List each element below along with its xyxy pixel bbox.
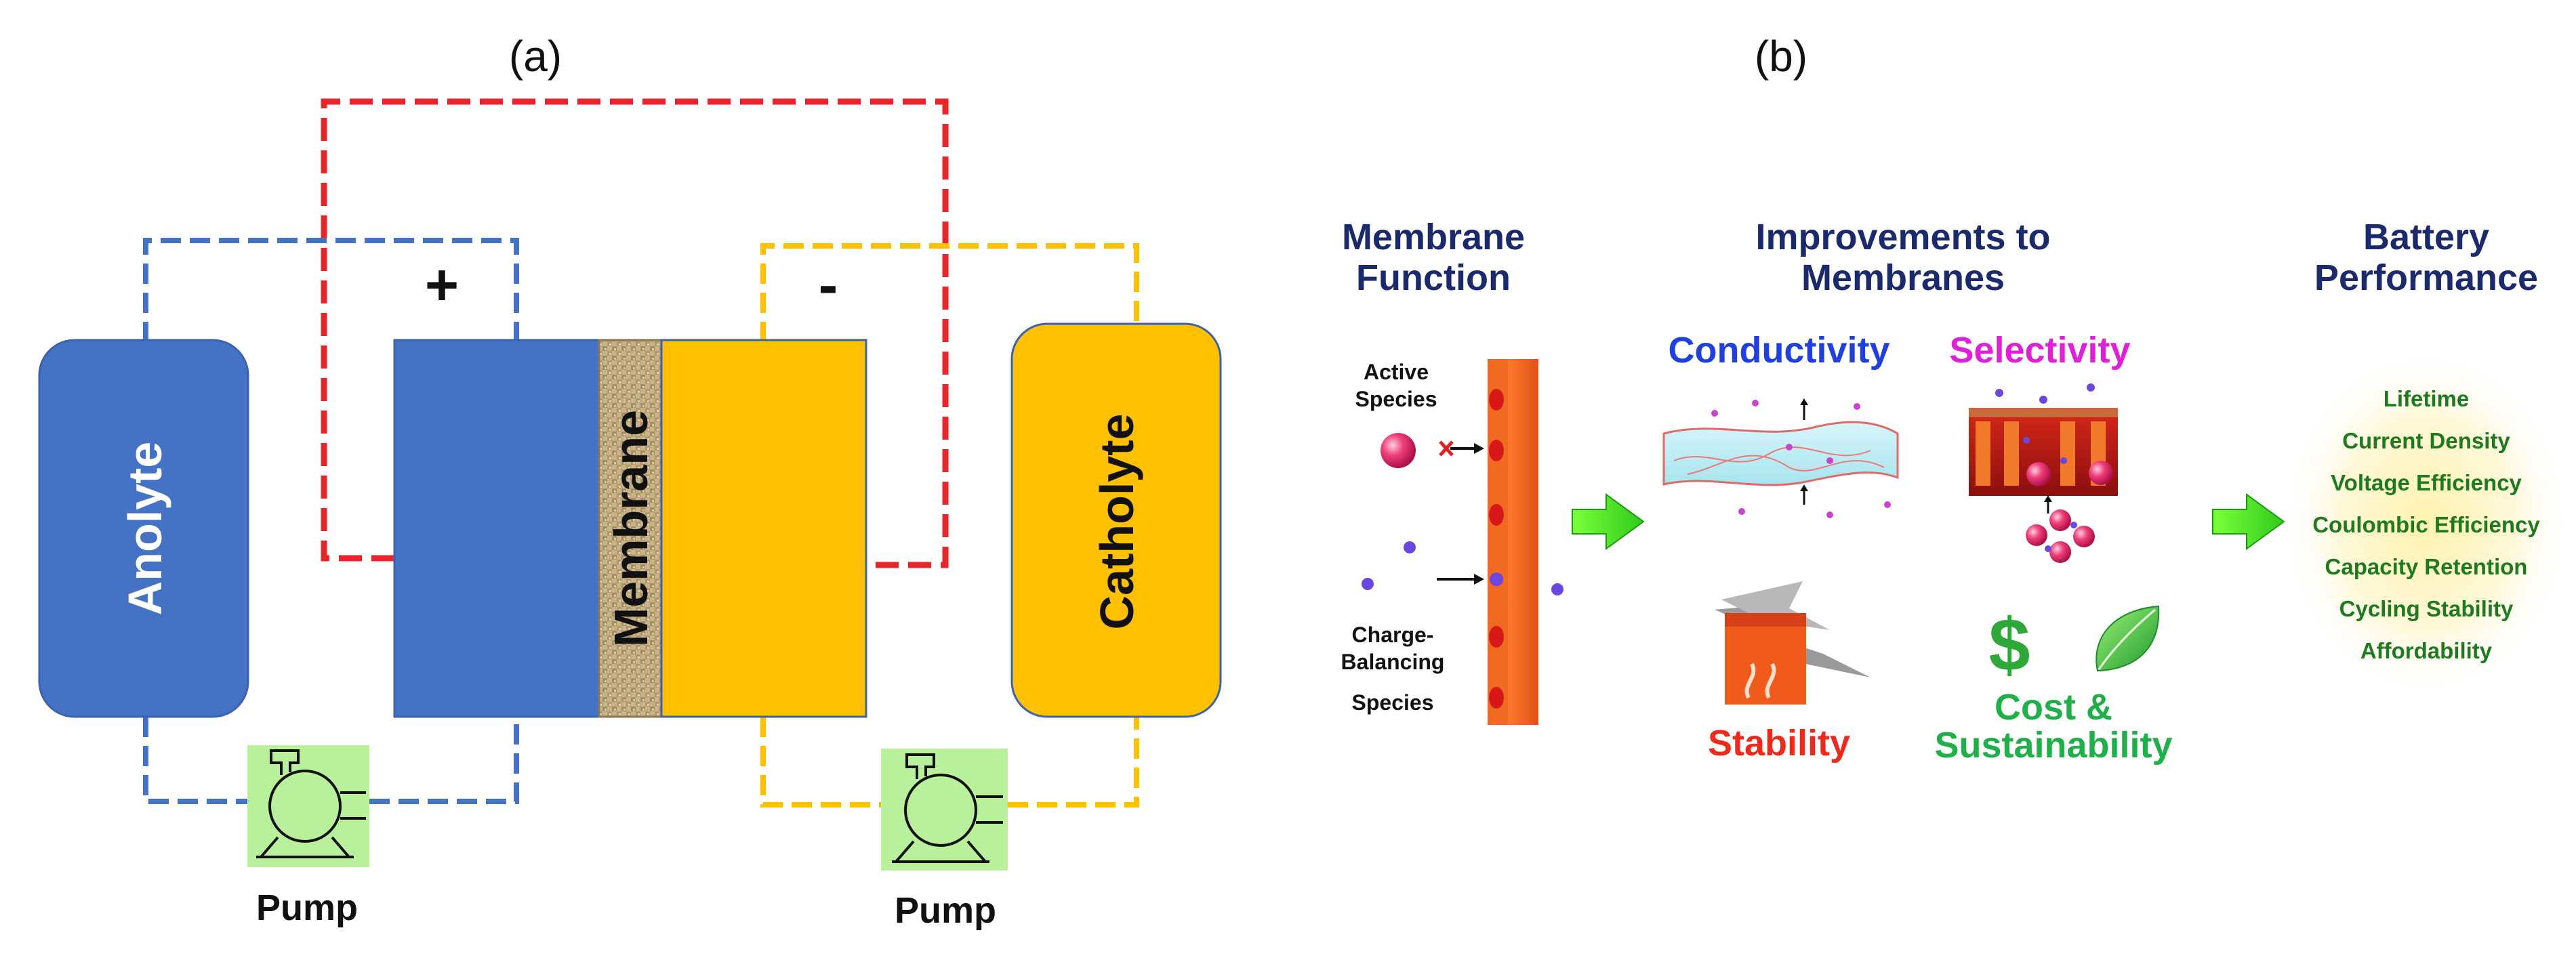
- active-species-ball-icon: [1381, 433, 1416, 468]
- conductivity-channel-illustration: [1662, 398, 1899, 518]
- membrane-slab: [1508, 359, 1538, 725]
- membrane-function-illustration: Active Species: [1341, 359, 1563, 725]
- active-species-line2: Species: [1355, 387, 1437, 411]
- flow-arrow-icon: [1572, 493, 1645, 550]
- anode-compartment: [393, 339, 600, 718]
- positive-terminal-sign: +: [425, 253, 459, 318]
- metric-coulombic-efficiency: Coulombic Efficiency: [2312, 512, 2540, 537]
- catholyte-label: Catholyte: [1090, 414, 1143, 630]
- catholyte-tank: [1010, 322, 1222, 718]
- heading-membrane-function: Membrane Function: [1342, 217, 1525, 298]
- performance-metrics-list: Lifetime Current Density Voltage Efficie…: [2312, 386, 2540, 663]
- leaf-icon: [2095, 605, 2160, 671]
- charge-species-dot-icon: [1362, 578, 1374, 590]
- heading-improvements-line1: Improvements to: [1755, 217, 2050, 257]
- charge-balancing-line3: Species: [1352, 690, 1434, 715]
- flow-arrow-icon: [2212, 493, 2285, 550]
- pass-arrow-head: [1474, 574, 1484, 585]
- negative-terminal-sign: -: [819, 253, 838, 318]
- metric-current-density: Current Density: [2342, 428, 2510, 453]
- catholyte-loop: [760, 243, 1139, 808]
- ion-in-pore-icon: [1490, 572, 1503, 586]
- panel-a-label: (a): [509, 32, 562, 81]
- anolyte-loop: [143, 238, 519, 804]
- anolyte-tank: [38, 339, 249, 718]
- blocked-arrow-head: [1474, 443, 1484, 454]
- metric-cycling-stability: Cycling Stability: [2339, 596, 2514, 621]
- cathode-compartment: [660, 339, 867, 718]
- panel-b: (b) Membrane Function Improvements to Me…: [1341, 32, 2572, 766]
- active-species-line1: Active: [1364, 360, 1429, 384]
- membrane-surface: [1488, 359, 1508, 725]
- membrane-label: Membrane: [605, 410, 657, 647]
- heading-membrane-function-line2: Function: [1356, 257, 1511, 298]
- pump-left-label: Pump: [256, 887, 358, 928]
- selectivity-label: Selectivity: [1949, 330, 2130, 371]
- pump-right-label: Pump: [895, 890, 996, 931]
- performance-glow: [2281, 347, 2572, 699]
- panel-a: (a) Anolyte + Membrane - Cat: [38, 32, 1222, 931]
- cost-label-line2: Sustainability: [1934, 725, 2172, 766]
- selectivity-membrane-illustration: [1969, 383, 2118, 563]
- panel-b-label: (b): [1755, 32, 1807, 81]
- cost-label-line1: Cost &: [1995, 687, 2112, 728]
- metric-voltage-efficiency: Voltage Efficiency: [2331, 470, 2522, 495]
- pump-left-icon: [247, 745, 369, 867]
- charge-species-dot-icon: [1404, 541, 1416, 553]
- heading-membrane-function-line1: Membrane: [1342, 217, 1525, 257]
- pump-right-icon: [881, 749, 1008, 871]
- heading-battery-performance-line2: Performance: [2314, 257, 2538, 298]
- membrane-pores: [1489, 389, 1504, 709]
- heading-improvements-line2: Membranes: [1801, 257, 2005, 298]
- charge-balancing-line1: Charge-: [1352, 623, 1434, 647]
- charge-species-dot-icon: [1551, 583, 1563, 595]
- heading-battery-performance: Battery Performance: [2314, 217, 2538, 298]
- heading-improvements: Improvements to Membranes: [1755, 217, 2050, 298]
- metric-lifetime: Lifetime: [2384, 386, 2470, 411]
- conductivity-label: Conductivity: [1668, 330, 1889, 371]
- anolyte-label: Anolyte: [119, 442, 171, 616]
- dollar-icon: $: [1988, 604, 2030, 687]
- metric-capacity-retention: Capacity Retention: [2325, 554, 2528, 579]
- membrane-separator: [598, 339, 663, 718]
- heading-battery-performance-line1: Battery: [2363, 217, 2489, 257]
- blocked-x-icon: [1439, 440, 1454, 457]
- stability-lightning-icon: [1715, 581, 1870, 705]
- charge-balancing-line2: Balancing: [1341, 650, 1445, 674]
- stability-label: Stability: [1708, 723, 1850, 763]
- metric-affordability: Affordability: [2360, 638, 2493, 663]
